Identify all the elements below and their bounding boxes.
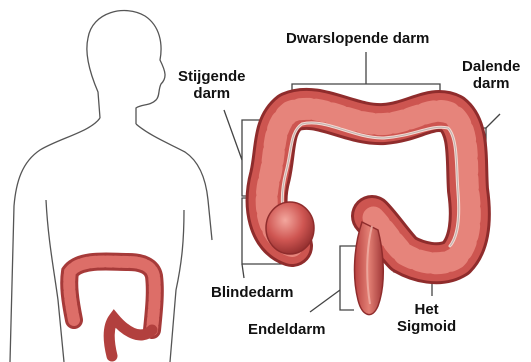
human-silhouette-outline-icon [10, 11, 212, 362]
label-sigmoid-line-2: Sigmoid [397, 318, 456, 335]
label-cecum-line-1: Blindedarm [211, 284, 294, 301]
label-sigmoid: Het Sigmoid [397, 301, 456, 335]
label-cecum: Blindedarm [211, 284, 294, 301]
label-ascending-colon: Stijgende darm [178, 68, 246, 102]
label-descending-line-1: Dalende [462, 58, 520, 75]
label-ascending-line-1: Stijgende [178, 68, 246, 85]
label-ascending-line-2: darm [178, 85, 246, 102]
large-colon-organ-icon [266, 109, 470, 315]
label-transverse-line-1: Dwarslopende darm [286, 30, 429, 47]
label-descending-line-2: darm [462, 75, 520, 92]
label-rectum-line-1: Endeldarm [248, 321, 326, 338]
small-colon-on-body-icon [69, 261, 155, 356]
label-descending-colon: Dalende darm [462, 58, 520, 92]
label-sigmoid-line-1: Het [397, 301, 456, 318]
label-rectum: Endeldarm [248, 321, 326, 338]
label-transverse-colon: Dwarslopende darm [286, 30, 429, 47]
